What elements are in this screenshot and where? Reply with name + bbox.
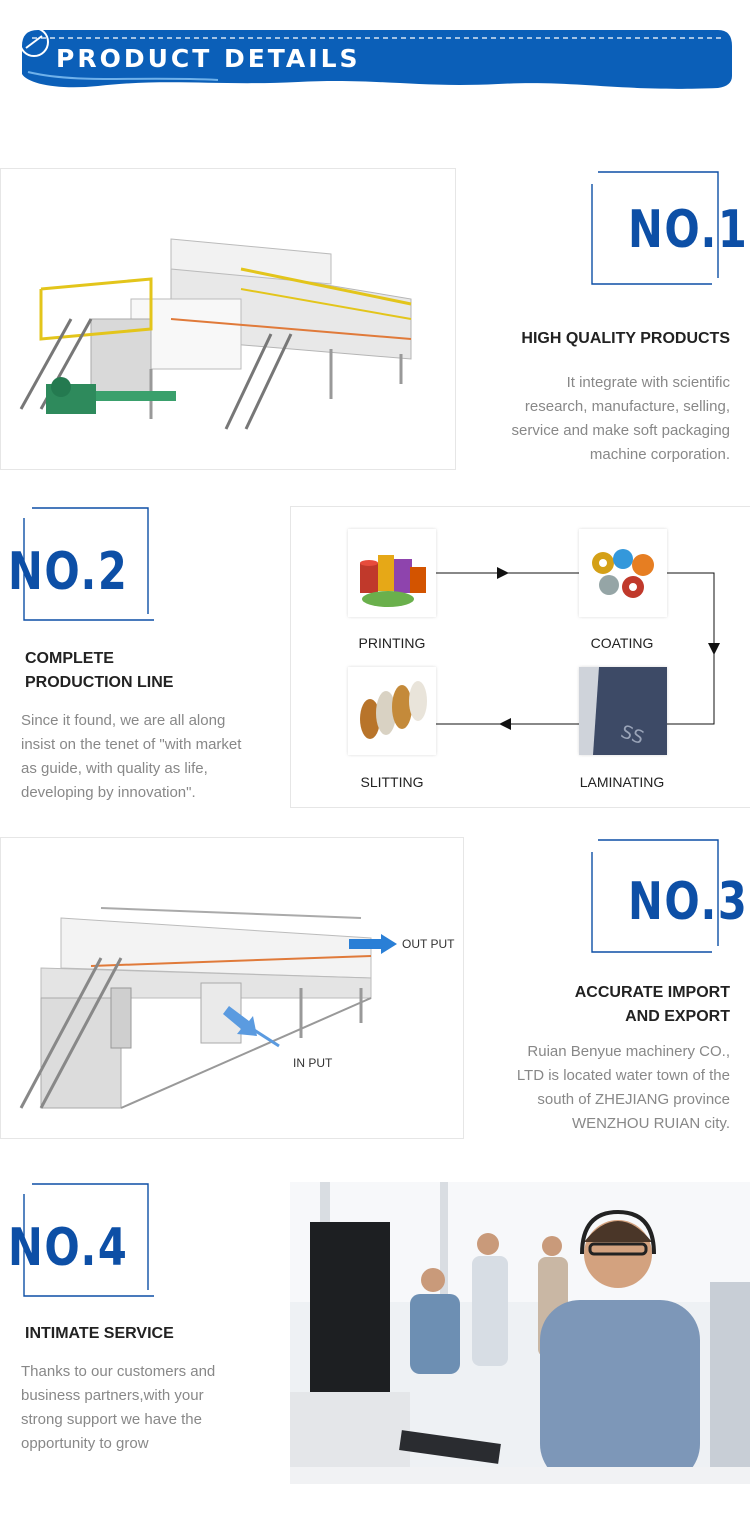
- section-heading-1: HIGH QUALITY PRODUCTS: [521, 330, 730, 347]
- slitting-image: [348, 667, 436, 755]
- laminating-machine-image: OUT PUT IN PUT: [0, 837, 464, 1139]
- number-badge-3: NO.3: [590, 834, 747, 954]
- circle-decoration-icon: [19, 27, 49, 57]
- number-badge-1: NO.1: [590, 166, 747, 286]
- product-details-banner: PRODUCT DETAILS: [18, 26, 734, 94]
- input-label: IN PUT: [293, 1056, 333, 1070]
- flow-label-laminating: LAMINATING: [579, 774, 665, 790]
- coating-image: [579, 529, 667, 617]
- coating-machine-image: [0, 168, 456, 470]
- section-heading-2: COMPLETE PRODUCTION LINE: [25, 650, 174, 691]
- number-badge-2: [22, 504, 154, 624]
- banner-shape: [22, 30, 732, 89]
- number-text-wrap-2: NO.2: [8, 542, 148, 602]
- output-label: OUT PUT: [402, 937, 455, 951]
- section-description-1: It integrate with scientific research, m…: [511, 374, 730, 463]
- section-description-4: Thanks to our customers and business par…: [21, 1363, 216, 1452]
- section-number-1: NO.1: [628, 200, 749, 260]
- section-number-3: NO.3: [628, 872, 749, 932]
- section-number-2: NO.2: [8, 542, 129, 602]
- flow-label-printing: PRINTING: [358, 635, 426, 651]
- printing-image: [348, 529, 436, 617]
- production-flow-panel: PRINTING COATING SLITTING SS LAMINATING: [290, 506, 750, 808]
- flow-label-slitting: SLITTING: [360, 774, 424, 790]
- laminating-image: SS: [579, 667, 667, 755]
- section-description-2: Since it found, we are all along insist …: [21, 712, 242, 801]
- section-number-4: NO.4: [8, 1218, 129, 1278]
- number-badge-4: [22, 1180, 157, 1300]
- section-heading-4: INTIMATE SERVICE: [25, 1325, 174, 1342]
- section-description-3: Ruian Benyue machinery CO., LTD is locat…: [516, 1043, 730, 1132]
- banner-title: PRODUCT DETAILS: [56, 44, 361, 73]
- section-heading-3: ACCURATE IMPORT AND EXPORT: [574, 984, 730, 1025]
- customer-service-photo: [290, 1182, 750, 1484]
- flow-arrows: [436, 567, 720, 730]
- number-text-wrap-4: NO.4: [8, 1218, 148, 1278]
- flow-label-coating: COATING: [590, 635, 654, 651]
